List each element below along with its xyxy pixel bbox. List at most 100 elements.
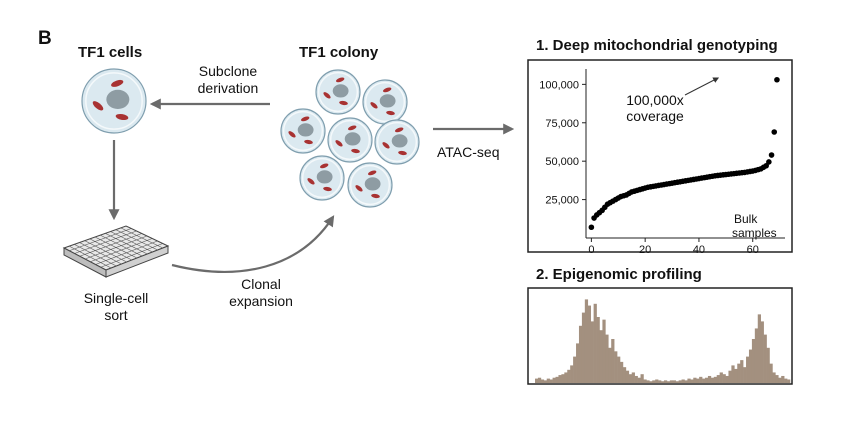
cell-highlight bbox=[329, 119, 371, 161]
profile-bar bbox=[631, 372, 635, 383]
data-point bbox=[774, 76, 780, 83]
mitochondrion bbox=[111, 79, 124, 87]
profile-bar bbox=[748, 349, 753, 383]
profile-bar bbox=[719, 372, 723, 383]
panel1-title: 1. Deep mitochondrial genotyping bbox=[536, 37, 778, 54]
mitochondrion bbox=[115, 113, 129, 121]
mitochondrion bbox=[307, 178, 315, 185]
profile-bar bbox=[707, 375, 712, 383]
colony-cell bbox=[299, 155, 345, 201]
profile-bar bbox=[552, 377, 556, 383]
subclone-derivation-label: Subclone derivation bbox=[183, 63, 273, 97]
profile-bar bbox=[540, 379, 545, 383]
flow-arrows bbox=[108, 98, 515, 273]
plate-grid-line bbox=[100, 243, 163, 268]
mitochondrion bbox=[304, 139, 313, 145]
profile-bar bbox=[666, 381, 671, 383]
profile-bar bbox=[702, 378, 706, 383]
profile-bar bbox=[611, 339, 615, 383]
profile-bar bbox=[772, 372, 776, 383]
profile-bar bbox=[740, 360, 744, 383]
profile-bar bbox=[705, 377, 709, 383]
colony-cell bbox=[327, 117, 373, 163]
nucleus bbox=[316, 170, 333, 184]
profile-bar bbox=[775, 375, 779, 383]
profile-bar bbox=[722, 374, 726, 383]
profile-bar bbox=[778, 377, 782, 383]
mitochondrion bbox=[323, 92, 331, 99]
data-point bbox=[768, 152, 775, 158]
profile-bar bbox=[784, 378, 788, 383]
profile-bar bbox=[743, 367, 747, 383]
profile-bar bbox=[652, 380, 656, 383]
mitochondrion bbox=[382, 142, 390, 149]
profile-bar bbox=[599, 330, 603, 383]
profile-bar bbox=[687, 378, 691, 383]
tf1-colony-label: TF1 colony bbox=[299, 44, 379, 61]
plate-grid-line bbox=[90, 238, 153, 263]
cell-highlight bbox=[317, 71, 359, 113]
mitochondrion bbox=[320, 163, 329, 169]
cell-highlight bbox=[301, 157, 343, 199]
profile-bar bbox=[751, 339, 756, 383]
mitochondrion bbox=[371, 193, 380, 199]
profile-bar bbox=[734, 368, 738, 383]
profile-bar bbox=[655, 379, 659, 383]
profile-bar bbox=[584, 299, 589, 383]
profile-bar bbox=[693, 377, 697, 383]
nucleus bbox=[297, 123, 314, 137]
sort-line2: sort bbox=[104, 307, 128, 323]
cell-highlight bbox=[376, 121, 418, 163]
mitochondrion bbox=[339, 100, 348, 106]
cell-highlight bbox=[349, 164, 391, 206]
colony-cell bbox=[374, 119, 420, 165]
cell-highlight bbox=[364, 81, 406, 123]
profile-bar bbox=[546, 378, 550, 383]
profile-bar bbox=[781, 375, 785, 383]
annotation-line2: coverage bbox=[626, 108, 684, 124]
nucleus bbox=[332, 84, 349, 98]
profile-bar bbox=[593, 303, 597, 383]
profile-bar bbox=[543, 380, 548, 383]
profile-bar bbox=[731, 365, 735, 383]
profile-bar bbox=[769, 363, 773, 383]
x-tick-label: 0 bbox=[588, 244, 594, 256]
x-tick-label: 40 bbox=[693, 244, 705, 256]
profile-bar bbox=[787, 379, 791, 383]
profile-bar bbox=[605, 334, 609, 383]
tf1-cells-label: TF1 cells bbox=[78, 44, 143, 61]
profile-bar bbox=[757, 314, 761, 383]
profile-bar bbox=[567, 369, 571, 383]
profile-chart-frame bbox=[527, 287, 793, 385]
profile-bar bbox=[537, 377, 542, 383]
plate-grid-line bbox=[95, 240, 158, 265]
mitochondrion bbox=[335, 140, 343, 147]
profile-bar bbox=[690, 379, 694, 383]
panel-letter: B bbox=[38, 28, 52, 49]
data-point bbox=[766, 159, 772, 165]
subclone-line2: derivation bbox=[197, 80, 259, 96]
profile-bar bbox=[728, 370, 732, 383]
profile-bar bbox=[675, 381, 679, 383]
plate-grid-line bbox=[79, 233, 142, 257]
profile-bar bbox=[661, 381, 665, 383]
coverage-annotation: 100,000x coverage bbox=[610, 92, 700, 124]
nucleus bbox=[391, 134, 408, 148]
data-points bbox=[588, 76, 780, 231]
clonal-line2: expansion bbox=[229, 293, 293, 309]
profile-bar bbox=[535, 378, 539, 383]
profile-bar bbox=[573, 356, 577, 383]
cell-highlight bbox=[282, 110, 324, 152]
sort-line1: Single-cell bbox=[83, 290, 149, 306]
profile-bar bbox=[640, 374, 644, 383]
profile-bar bbox=[614, 351, 618, 383]
x-tick-label: 20 bbox=[639, 244, 651, 256]
profile-bar bbox=[737, 363, 741, 383]
profile-bar bbox=[663, 380, 668, 383]
profile-bar bbox=[570, 365, 574, 383]
profile-bar bbox=[617, 356, 621, 383]
profile-bar bbox=[649, 381, 653, 383]
profile-bar bbox=[766, 347, 770, 383]
